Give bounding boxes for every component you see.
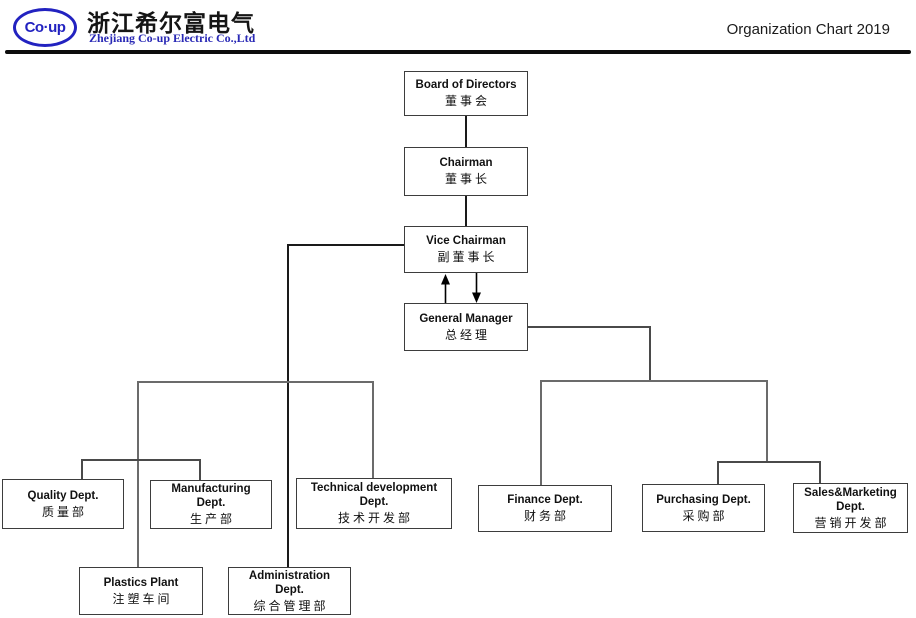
connector-manufacturing-tick-v xyxy=(199,459,201,480)
node-manufacturing-dept: Manufacturing Dept. 生产部 xyxy=(150,480,272,529)
node-label-en: Administration Dept. xyxy=(248,569,331,596)
node-label-cn: 采购部 xyxy=(682,508,728,523)
connector-right-bracket-h xyxy=(717,461,821,463)
node-label-en: Quality Dept. xyxy=(27,489,99,502)
connector-quality-tick-v xyxy=(81,459,83,479)
node-administration-dept: Administration Dept. 综合管理部 xyxy=(228,567,351,615)
node-label-cn: 营销开发部 xyxy=(814,515,890,530)
node-label-en: Manufacturing Dept. xyxy=(171,483,251,509)
connector-gm-right-v xyxy=(649,326,651,382)
node-purchasing-dept: Purchasing Dept. 采购部 xyxy=(642,484,765,532)
node-label-cn: 综合管理部 xyxy=(253,598,329,613)
node-sales-marketing-dept: Sales&Marketing Dept. 营销开发部 xyxy=(793,483,908,533)
node-label-cn: 副董事长 xyxy=(437,250,498,264)
connector-left-main-v xyxy=(287,244,289,567)
node-label-en: Chairman xyxy=(439,157,493,169)
node-label-en: Vice Chairman xyxy=(426,235,506,247)
connector-sales-tick-v xyxy=(819,461,821,483)
node-label-en: Purchasing Dept. xyxy=(656,493,751,506)
connector-right-feed-v xyxy=(766,380,768,463)
node-general-manager: General Manager 总经理 xyxy=(404,303,528,351)
node-label-en: Board of Directors xyxy=(415,79,517,91)
connector-finance-v xyxy=(540,380,542,485)
node-label-cn: 质量部 xyxy=(41,504,87,519)
arrow-down-icon xyxy=(472,273,481,303)
node-label-cn: 注塑车间 xyxy=(112,591,173,606)
node-label-cn: 生产部 xyxy=(189,512,235,526)
node-label-cn: 技术开发部 xyxy=(337,511,413,525)
node-label-cn: 董事会 xyxy=(444,94,490,108)
node-board-of-directors: Board of Directors 董事会 xyxy=(404,71,528,116)
connector-purchasing-tick-v xyxy=(717,461,719,484)
node-label-cn: 董事长 xyxy=(444,172,490,186)
company-name-en: Zhejiang Co-up Electric Co.,Ltd xyxy=(89,31,256,45)
node-finance-dept: Finance Dept. 财务部 xyxy=(478,485,612,532)
connector-left-distribution-h xyxy=(137,381,374,383)
node-vice-chairman: Vice Chairman 副董事长 xyxy=(404,226,528,273)
node-chairman: Chairman 董事长 xyxy=(404,147,528,196)
company-name-cn: 浙江希尔富电气 xyxy=(87,10,255,36)
connector-chairman-vicechairman xyxy=(465,196,467,226)
node-label-en: Finance Dept. xyxy=(507,494,583,506)
node-label-en: Plastics Plant xyxy=(103,576,179,589)
arrow-up-icon xyxy=(441,274,450,303)
connector-left-bracket-h xyxy=(81,459,201,461)
node-label-en: General Manager xyxy=(419,312,513,325)
node-label-cn: 财务部 xyxy=(523,509,569,523)
logo-text: Co·up xyxy=(24,19,66,36)
node-quality-dept: Quality Dept. 质量部 xyxy=(2,479,124,529)
connector-board-chairman xyxy=(465,116,467,147)
node-label-en: Technical development Dept. xyxy=(310,482,438,508)
node-label-cn: 总经理 xyxy=(444,327,490,342)
connector-technical-v xyxy=(372,381,374,478)
connector-plastics-v xyxy=(137,381,139,567)
node-plastics-plant: Plastics Plant 注塑车间 xyxy=(79,567,203,615)
header-divider xyxy=(5,50,911,54)
node-technical-development-dept: Technical development Dept. 技术开发部 xyxy=(296,478,452,529)
connector-vicechairman-left-h xyxy=(287,244,404,246)
connector-gm-right-h xyxy=(528,326,650,328)
connector-right-distribution-h xyxy=(540,380,768,382)
page-title: Organization Chart 2019 xyxy=(726,21,890,38)
coup-logo-icon: Co·up xyxy=(13,8,77,47)
node-label-en: Sales&Marketing Dept. xyxy=(804,486,897,513)
